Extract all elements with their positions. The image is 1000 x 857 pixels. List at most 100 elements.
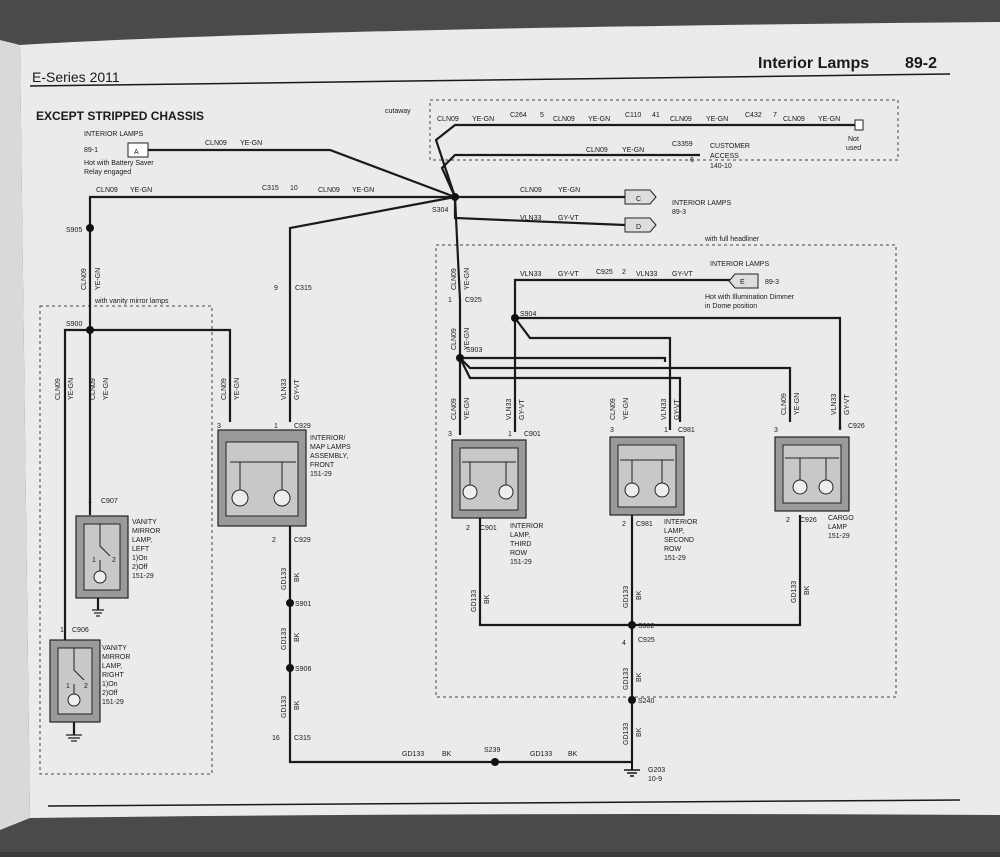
svg-text:2: 2	[622, 521, 626, 528]
header-rule	[29, 73, 951, 87]
lbl-hot-dimmer-1: Hot with Illumination Dimmer	[705, 294, 795, 301]
splice-s904	[511, 314, 519, 322]
svg-text:MIRROR: MIRROR	[102, 654, 130, 661]
svg-text:151-29: 151-29	[664, 555, 686, 562]
svg-text:RIGHT: RIGHT	[102, 672, 125, 679]
connector-d: D	[624, 217, 657, 233]
svg-text:GY-VT: GY-VT	[294, 379, 301, 400]
lbl-gyvt-e1: GY-VT	[558, 271, 579, 278]
svg-text:A: A	[134, 149, 139, 156]
lbl-yegn-ca: YE-GN	[622, 147, 644, 154]
vanity-area	[39, 305, 213, 775]
svg-text:VLN33: VLN33	[281, 378, 288, 400]
svg-text:2: 2	[466, 525, 470, 532]
svg-text:2)Off: 2)Off	[132, 564, 147, 571]
svg-text:1)On: 1)On	[132, 555, 148, 562]
svg-text:2: 2	[786, 517, 790, 524]
svg-text:1: 1	[664, 427, 668, 434]
splice-s900	[86, 326, 94, 334]
svg-text:1: 1	[66, 683, 70, 690]
splice-s903	[456, 354, 464, 362]
lbl-c925-mid: C925	[465, 297, 482, 304]
svg-text:1: 1	[92, 557, 96, 564]
svg-text:YE-GN: YE-GN	[103, 378, 110, 400]
svg-text:1: 1	[838, 423, 842, 430]
lbl-s240: S240	[638, 698, 654, 705]
svg-text:THIRD: THIRD	[510, 541, 531, 548]
svg-text:YE-GN: YE-GN	[464, 398, 471, 420]
lbl-vln33-e2: VLN33	[636, 271, 658, 278]
lbl-ref-89-1: 89-1	[84, 147, 98, 154]
svg-text:C906: C906	[72, 627, 89, 634]
svg-text:YE-GN: YE-GN	[464, 328, 471, 350]
svg-text:VLN33: VLN33	[506, 398, 513, 420]
headliner-area	[435, 244, 897, 698]
svg-text:LAMP,: LAMP,	[510, 532, 530, 539]
lbl-s900: S900	[66, 321, 82, 328]
svg-text:CLN09: CLN09	[55, 378, 62, 400]
lbl-cln09-s905: CLN09	[96, 187, 118, 194]
lbl-gyvt-e2: GY-VT	[672, 271, 693, 278]
svg-text:151-29: 151-29	[310, 471, 332, 478]
svg-text:INTERIOR: INTERIOR	[664, 519, 697, 526]
splices	[86, 193, 636, 766]
lbl-not-used-1: Not	[848, 136, 859, 143]
svg-text:LAMP,: LAMP,	[102, 663, 122, 670]
svg-text:GD133: GD133	[791, 581, 798, 603]
lbl-pin-41: 41	[652, 112, 660, 119]
svg-text:2: 2	[112, 557, 116, 564]
lbl-interior-lamps-a: INTERIOR LAMPS	[84, 131, 143, 138]
splice-s901	[286, 599, 294, 607]
lbl-hot-battery-2: Relay engaged	[84, 169, 131, 176]
svg-text:INTERIOR: INTERIOR	[510, 523, 543, 530]
svg-text:3: 3	[774, 427, 778, 434]
svg-text:YE-GN: YE-GN	[464, 268, 471, 290]
lbl-s906: S906	[295, 666, 311, 673]
svg-text:C981: C981	[678, 427, 695, 434]
svg-text:C901: C901	[480, 525, 497, 532]
svg-text:2: 2	[84, 683, 88, 690]
svg-text:CLN09: CLN09	[610, 398, 617, 420]
lbl-customer-1: CUSTOMER	[710, 143, 750, 150]
splice-s304	[451, 193, 459, 201]
svg-text:BK: BK	[294, 700, 301, 710]
lbl-c264: C264	[510, 112, 527, 119]
lbl-c315-top: C315	[262, 185, 279, 192]
lbl-hot-battery-1: Hot with Battery Saver	[84, 160, 154, 167]
svg-text:BK: BK	[294, 572, 301, 582]
svg-text:YE-GN: YE-GN	[95, 268, 102, 290]
connector-e: E	[728, 273, 759, 289]
svg-text:VLN33: VLN33	[661, 398, 668, 420]
svg-text:CARGO: CARGO	[828, 515, 854, 522]
svg-text:FRONT: FRONT	[310, 462, 335, 469]
splice-s239	[491, 758, 499, 766]
svg-text:ROW: ROW	[510, 550, 528, 557]
interior-lamp-second-row: 3 1 C981 2 C981 INTERIOR LAMP, SECOND RO…	[609, 427, 697, 562]
svg-text:VANITY: VANITY	[102, 645, 127, 652]
connector-c: C	[624, 189, 657, 205]
svg-text:C929: C929	[294, 537, 311, 544]
lbl-gyvt-d: GY-VT	[558, 215, 579, 222]
svg-text:GD133: GD133	[281, 568, 288, 590]
lbl-hot-dimmer-2: in Dome position	[705, 303, 757, 310]
lbl-s304: S304	[432, 207, 448, 214]
lbl-c315-mid: C315	[295, 285, 312, 292]
svg-text:GD133: GD133	[471, 590, 478, 612]
svg-text:C926: C926	[848, 423, 865, 430]
lbl-not-used-2: used	[846, 145, 861, 152]
lbl-yegn-cut: YE-GN	[472, 116, 494, 123]
svg-text:BK: BK	[804, 585, 811, 595]
lbl-cln09-c: CLN09	[520, 187, 542, 194]
vanity-area-label: with vanity mirror lamps	[94, 298, 169, 305]
svg-text:151-29: 151-29	[510, 559, 532, 566]
cutaway-label: cutaway	[385, 108, 411, 115]
lbl-yegn-c: YE-GN	[558, 187, 580, 194]
svg-text:151-29: 151-29	[828, 533, 850, 540]
svg-text:MIRROR: MIRROR	[132, 528, 160, 535]
lbl-pin-1-c925: 1	[448, 297, 452, 304]
svg-text:BK: BK	[294, 632, 301, 642]
lbl-s903: S903	[466, 347, 482, 354]
lbl-yegn-a: YE-GN	[240, 140, 262, 147]
lbl-cln09-cut3: CLN09	[670, 116, 692, 123]
